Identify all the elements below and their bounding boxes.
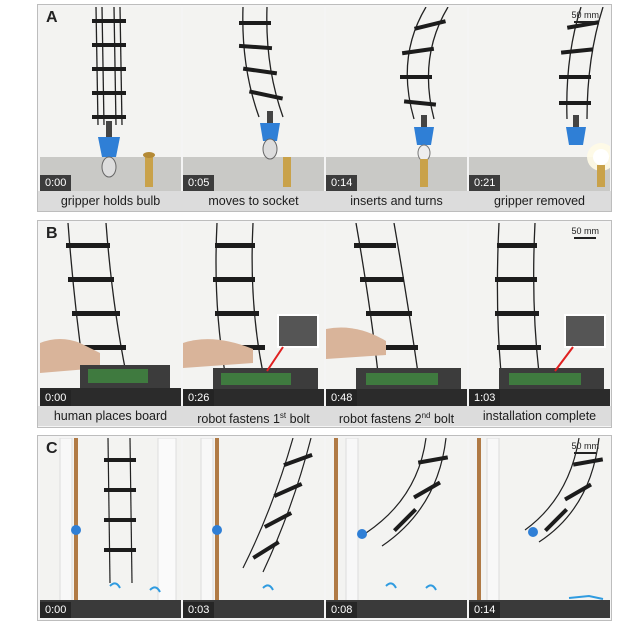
robot-arm-photo bbox=[469, 223, 610, 406]
frame-c2: 0:03 bbox=[183, 438, 324, 618]
scale-bar-line bbox=[574, 21, 597, 23]
scale-bar-label: 50 mm bbox=[571, 441, 599, 451]
caption-gripper-removed: gripper removed bbox=[493, 194, 585, 208]
panel-a: A 50 mm 0:00 bbox=[37, 4, 612, 212]
frame-b4: 1:03 bbox=[469, 223, 610, 406]
robot-arm-photo bbox=[183, 223, 324, 406]
timestamp: 0:00 bbox=[40, 602, 72, 618]
frame-a3: 0:14 bbox=[326, 7, 467, 191]
panel-b: B 50 mm 0:00 bbox=[37, 220, 612, 428]
caption-robot-fastens-2nd-bolt: robot fastens 2nd bolt bbox=[338, 411, 455, 427]
frame-a1: 0:00 bbox=[40, 7, 181, 191]
frame-a4: 0:21 bbox=[469, 7, 610, 191]
frame-b3: 0:48 bbox=[326, 223, 467, 406]
timestamp: 0:14 bbox=[326, 175, 358, 191]
caption-robot-fastens-1st-bolt: robot fastens 1st bolt bbox=[197, 411, 310, 427]
robot-arm-photo bbox=[183, 7, 324, 191]
scale-bar: 50 mm bbox=[571, 10, 599, 23]
robot-arm-photo bbox=[183, 438, 324, 618]
frame-b1: 0:00 bbox=[40, 223, 181, 406]
caption-installation-complete: installation complete bbox=[482, 409, 597, 423]
caption-inserts-and-turns: inserts and turns bbox=[350, 194, 443, 208]
ordinal-suffix: nd bbox=[421, 411, 431, 420]
timestamp: 1:03 bbox=[469, 390, 501, 406]
timestamp: 0:48 bbox=[326, 390, 358, 406]
frame-b2: 0:26 bbox=[183, 223, 324, 406]
frame-c4: 0:14 bbox=[469, 438, 610, 618]
timestamp: 0:21 bbox=[469, 175, 501, 191]
scale-bar-line bbox=[574, 237, 597, 239]
caption-bar: gripper holds bulb moves to socket inser… bbox=[38, 191, 611, 211]
frame-c3: 0:08 bbox=[326, 438, 467, 618]
scale-bar-label: 50 mm bbox=[571, 10, 599, 20]
caption-moves-to-socket: moves to socket bbox=[208, 194, 299, 208]
scale-bar-line bbox=[574, 452, 597, 454]
robot-arm-photo bbox=[326, 7, 467, 191]
timestamp: 0:00 bbox=[40, 175, 72, 191]
panel-letter: A bbox=[46, 9, 58, 26]
robot-arm-photo bbox=[326, 223, 467, 406]
caption-bar: human places board robot fastens 1st bol… bbox=[38, 406, 611, 426]
panel-letter: C bbox=[46, 440, 58, 457]
caption-human-places-board: human places board bbox=[53, 409, 168, 423]
robot-arm-photo bbox=[326, 438, 467, 618]
panel-letter: B bbox=[46, 225, 58, 242]
timestamp: 0:26 bbox=[183, 390, 215, 406]
timestamp: 0:00 bbox=[40, 390, 72, 406]
timestamp: 0:14 bbox=[469, 602, 501, 618]
robot-arm-photo bbox=[40, 438, 181, 618]
caption-gripper-holds-bulb: gripper holds bulb bbox=[60, 194, 161, 208]
scale-bar-label: 50 mm bbox=[571, 226, 599, 236]
timestamp: 0:03 bbox=[183, 602, 215, 618]
timestamp: 0:05 bbox=[183, 175, 215, 191]
robot-arm-photo bbox=[469, 7, 610, 191]
scale-bar: 50 mm bbox=[571, 226, 599, 239]
robot-arm-photo bbox=[40, 223, 181, 406]
panel-c: C 50 mm 0:00 bbox=[37, 435, 612, 621]
robot-arm-photo bbox=[469, 438, 610, 618]
robot-arm-photo bbox=[40, 7, 181, 191]
frame-c1: 0:00 bbox=[40, 438, 181, 618]
scale-bar: 50 mm bbox=[571, 441, 599, 454]
ordinal-suffix: st bbox=[279, 411, 287, 420]
timestamp: 0:08 bbox=[326, 602, 358, 618]
frame-a2: 0:05 bbox=[183, 7, 324, 191]
